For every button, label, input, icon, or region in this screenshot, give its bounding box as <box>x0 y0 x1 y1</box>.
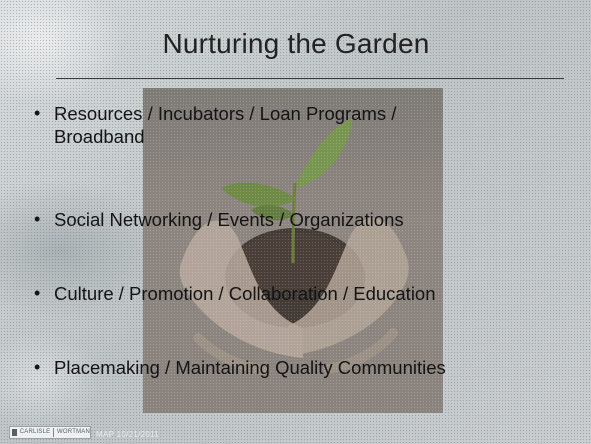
bullet-item-placemaking: • Placemaking / Maintaining Quality Comm… <box>34 356 554 379</box>
bullet-text: Culture / Promotion / Collaboration / Ed… <box>54 283 436 304</box>
logo-text-left: CARLISLE <box>19 429 51 435</box>
carlisle-wortman-logo: CARLISLE WORTMAN <box>9 426 91 439</box>
logo-separator <box>53 428 55 437</box>
footer-date: MAP 10/21/2011 <box>96 430 160 439</box>
bullet-text-line2: Broadband <box>54 126 145 147</box>
logo-text-right: WORTMAN <box>57 429 90 435</box>
slide-title: Nurturing the Garden <box>162 28 430 59</box>
seedling-photo <box>143 88 443 413</box>
bullet-item-resources: • Resources / Incubators / Loan Programs… <box>34 102 554 148</box>
bullet-dot: • <box>34 103 41 123</box>
bullet-item-social: • Social Networking / Events / Organizat… <box>34 208 554 231</box>
bullet-dot: • <box>34 283 41 303</box>
logo-mark-icon <box>12 429 17 436</box>
bullet-dot: • <box>34 357 41 377</box>
title-divider <box>56 78 564 79</box>
bullet-text: Placemaking / Maintaining Quality Commun… <box>54 357 446 378</box>
bullet-text-line1: Resources / Incubators / Loan Programs / <box>54 103 397 124</box>
bullet-dot: • <box>34 209 41 229</box>
bullet-text: Social Networking / Events / Organizatio… <box>54 209 404 230</box>
bullet-item-culture: • Culture / Promotion / Collaboration / … <box>34 282 554 305</box>
